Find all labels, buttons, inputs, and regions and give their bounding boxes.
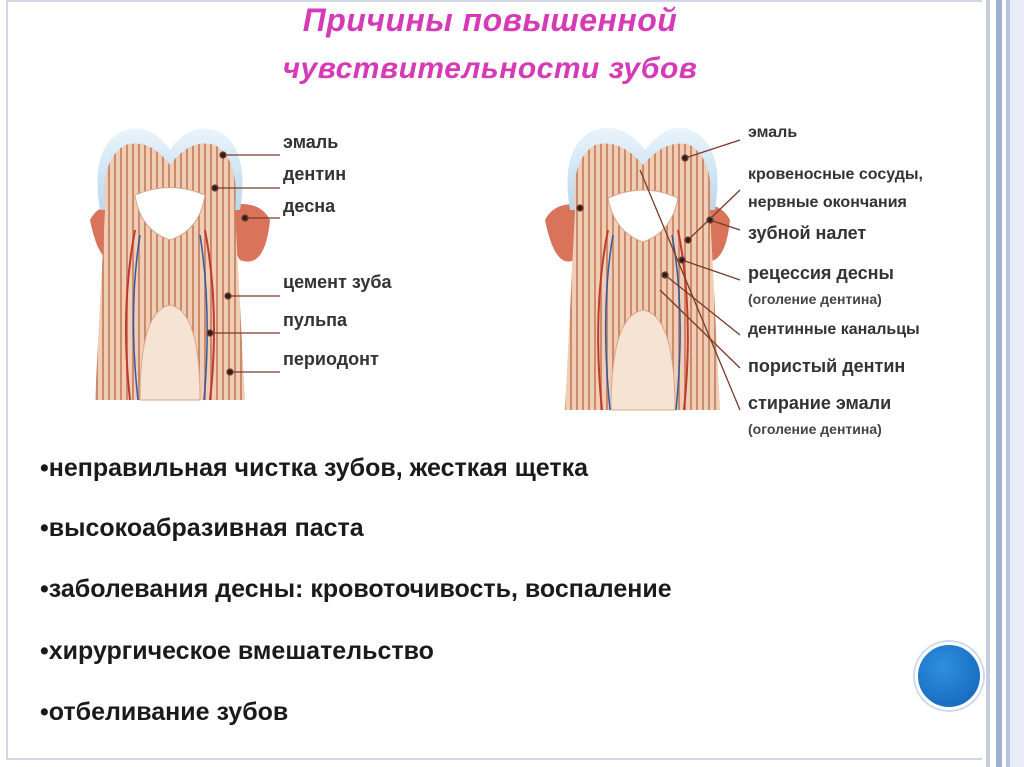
label-enamel-right: эмаль [748, 124, 797, 142]
list-item: •отбеливание зубов [40, 698, 288, 727]
label-dentin-tubules: дентинные канальцы [748, 321, 920, 339]
list-item: •заболевания десны: кровоточивость, восп… [40, 575, 672, 604]
label-abrasion-note: (оголение дентина) [748, 421, 882, 437]
label-gum-recession: рецессия десны [748, 263, 894, 284]
decorative-stripes [982, 0, 1024, 767]
label-enamel-left: эмаль [283, 132, 338, 153]
label-plaque: зубной налет [748, 223, 866, 244]
list-item: •хирургическое вмешательство [40, 637, 434, 666]
title-line-2: чувствительности зубов [0, 52, 980, 86]
label-pulp: пульпа [283, 310, 347, 331]
title-line-1: Причины повышенной [0, 2, 980, 39]
label-porous-dentin: пористый дентин [748, 356, 905, 377]
label-periodontium: периодонт [283, 349, 379, 370]
tooth-diagram: эмаль дентин десна цемент зуба пульпа пе… [60, 110, 960, 450]
list-item: •высокоабразивная паста [40, 514, 364, 543]
label-cementum: цемент зуба [283, 272, 392, 293]
decorative-circle [915, 642, 983, 710]
label-recession-note: (оголение дентина) [748, 291, 882, 307]
label-blood-vessels: кровеносные сосуды, [748, 166, 923, 184]
label-dentin-left: дентин [283, 164, 346, 185]
list-item: •неправильная чистка зубов, жесткая щетк… [40, 454, 588, 483]
label-enamel-abrasion: стирание эмали [748, 393, 891, 414]
sensitive-tooth [545, 128, 740, 410]
label-nerve-endings: нервные окончания [748, 194, 907, 212]
healthy-tooth [90, 129, 280, 400]
label-gum-left: десна [283, 196, 335, 217]
